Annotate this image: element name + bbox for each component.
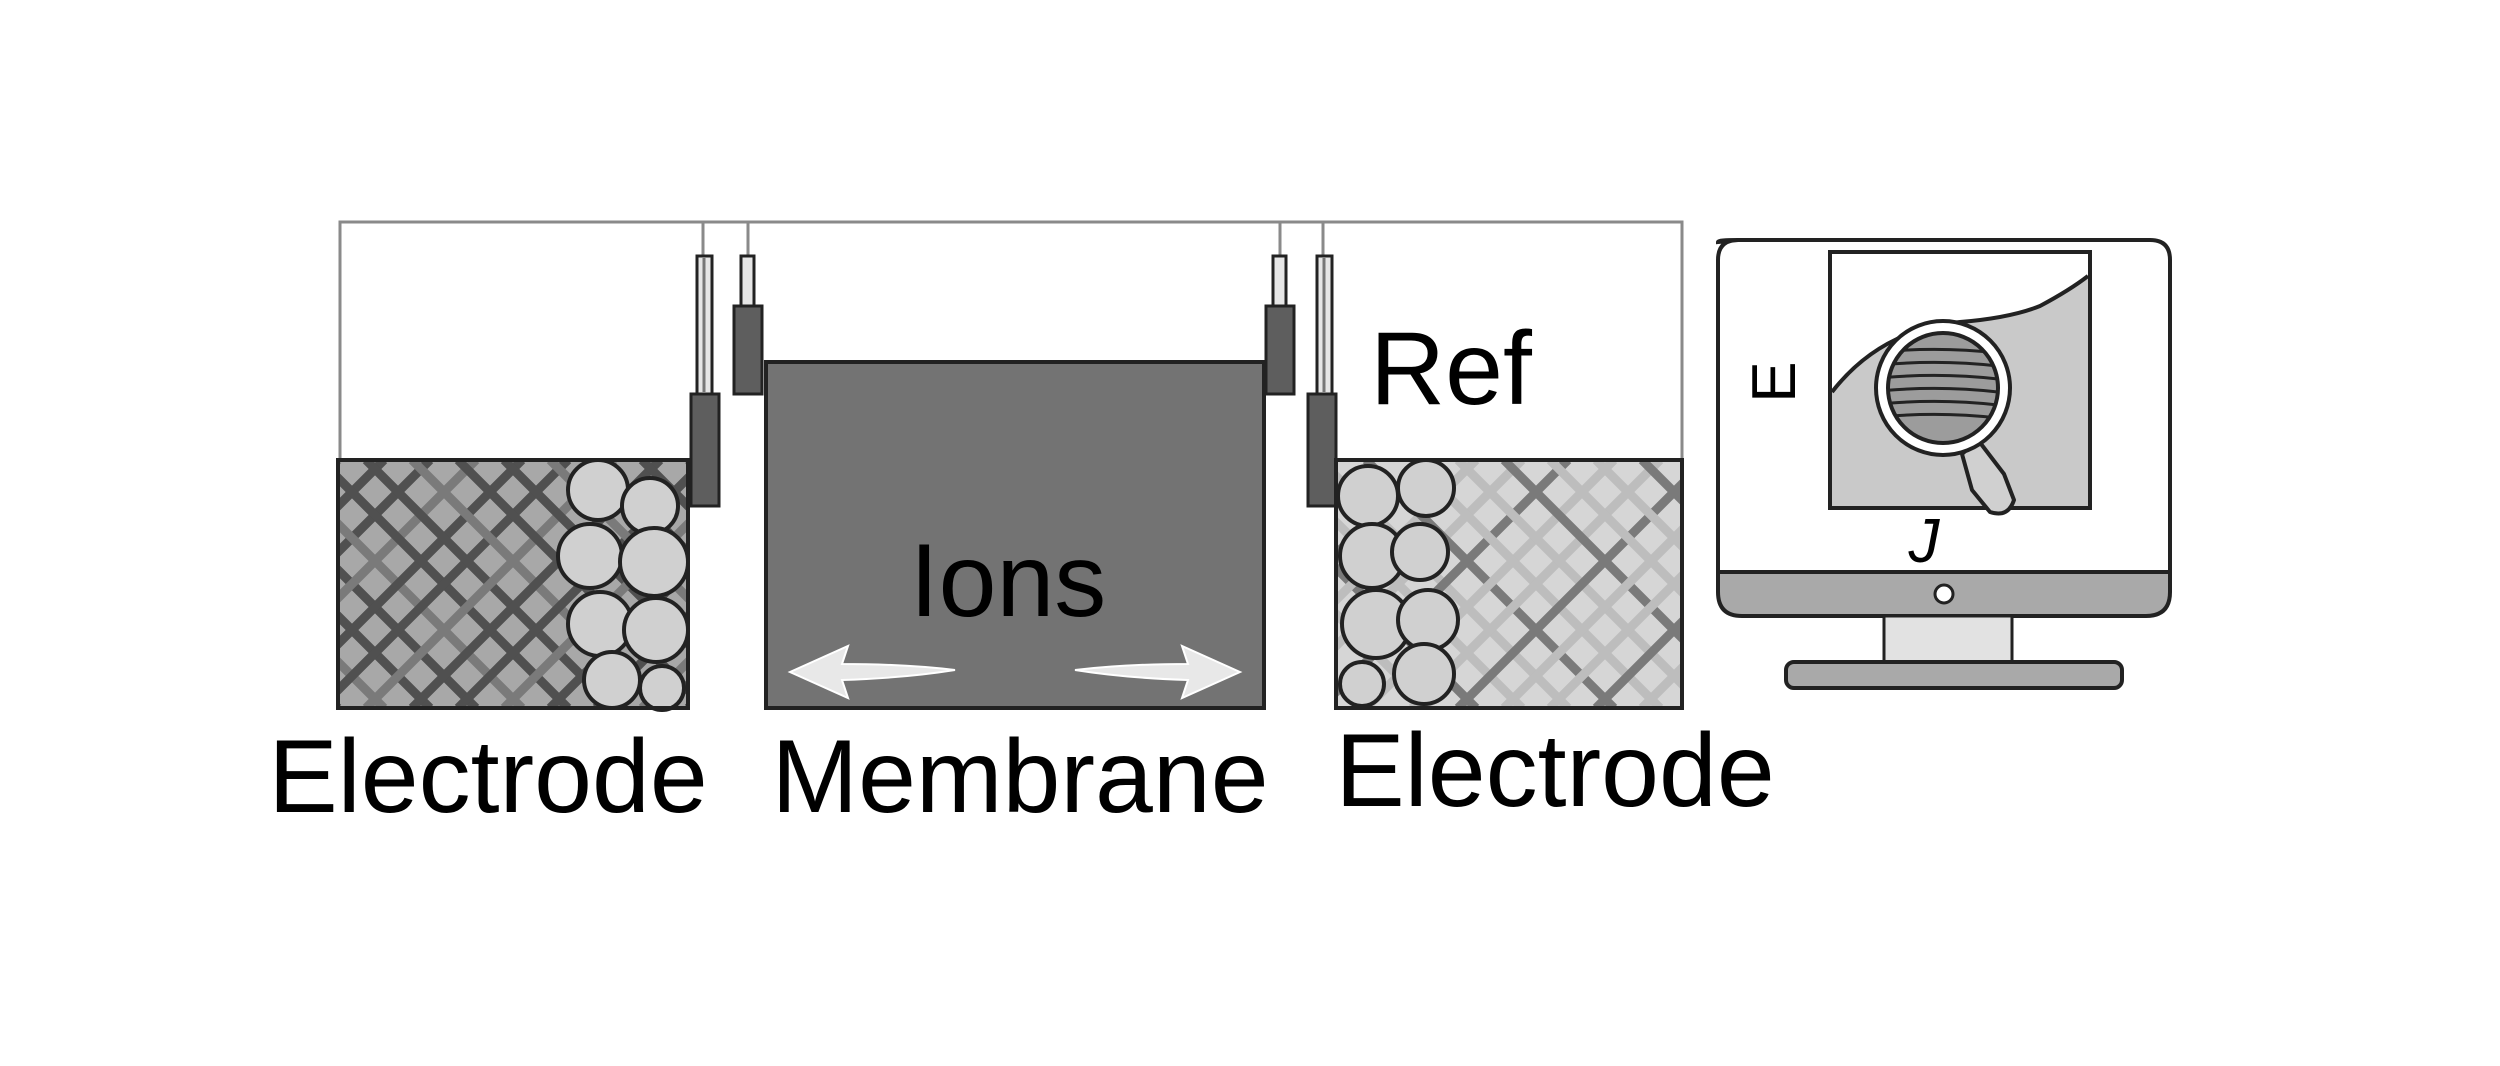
right-electrode bbox=[1334, 458, 1684, 710]
computer-monitor-icon: E J bbox=[1715, 238, 2172, 690]
membrane: Ions bbox=[764, 360, 1266, 710]
membrane-label: Membrane bbox=[771, 719, 1268, 835]
power-button-icon bbox=[1933, 583, 1955, 605]
x-axis-label: J bbox=[1908, 507, 1941, 576]
right-contacts bbox=[1264, 254, 1338, 508]
magnifier-icon bbox=[1874, 319, 2016, 516]
right-electrode-label: Electrode bbox=[1335, 713, 1774, 829]
y-axis-label: E bbox=[1740, 361, 1809, 402]
reference-label: Ref bbox=[1370, 311, 1533, 427]
left-electrode-particles bbox=[556, 458, 690, 712]
wiring bbox=[338, 220, 1684, 462]
left-electrode bbox=[336, 458, 690, 712]
ions-label: Ions bbox=[910, 523, 1107, 639]
left-contacts bbox=[689, 254, 764, 508]
right-electrode-particles bbox=[1336, 458, 1460, 708]
left-electrode-label: Electrode bbox=[268, 719, 707, 835]
bidirectional-arrow-icon bbox=[787, 644, 1243, 700]
